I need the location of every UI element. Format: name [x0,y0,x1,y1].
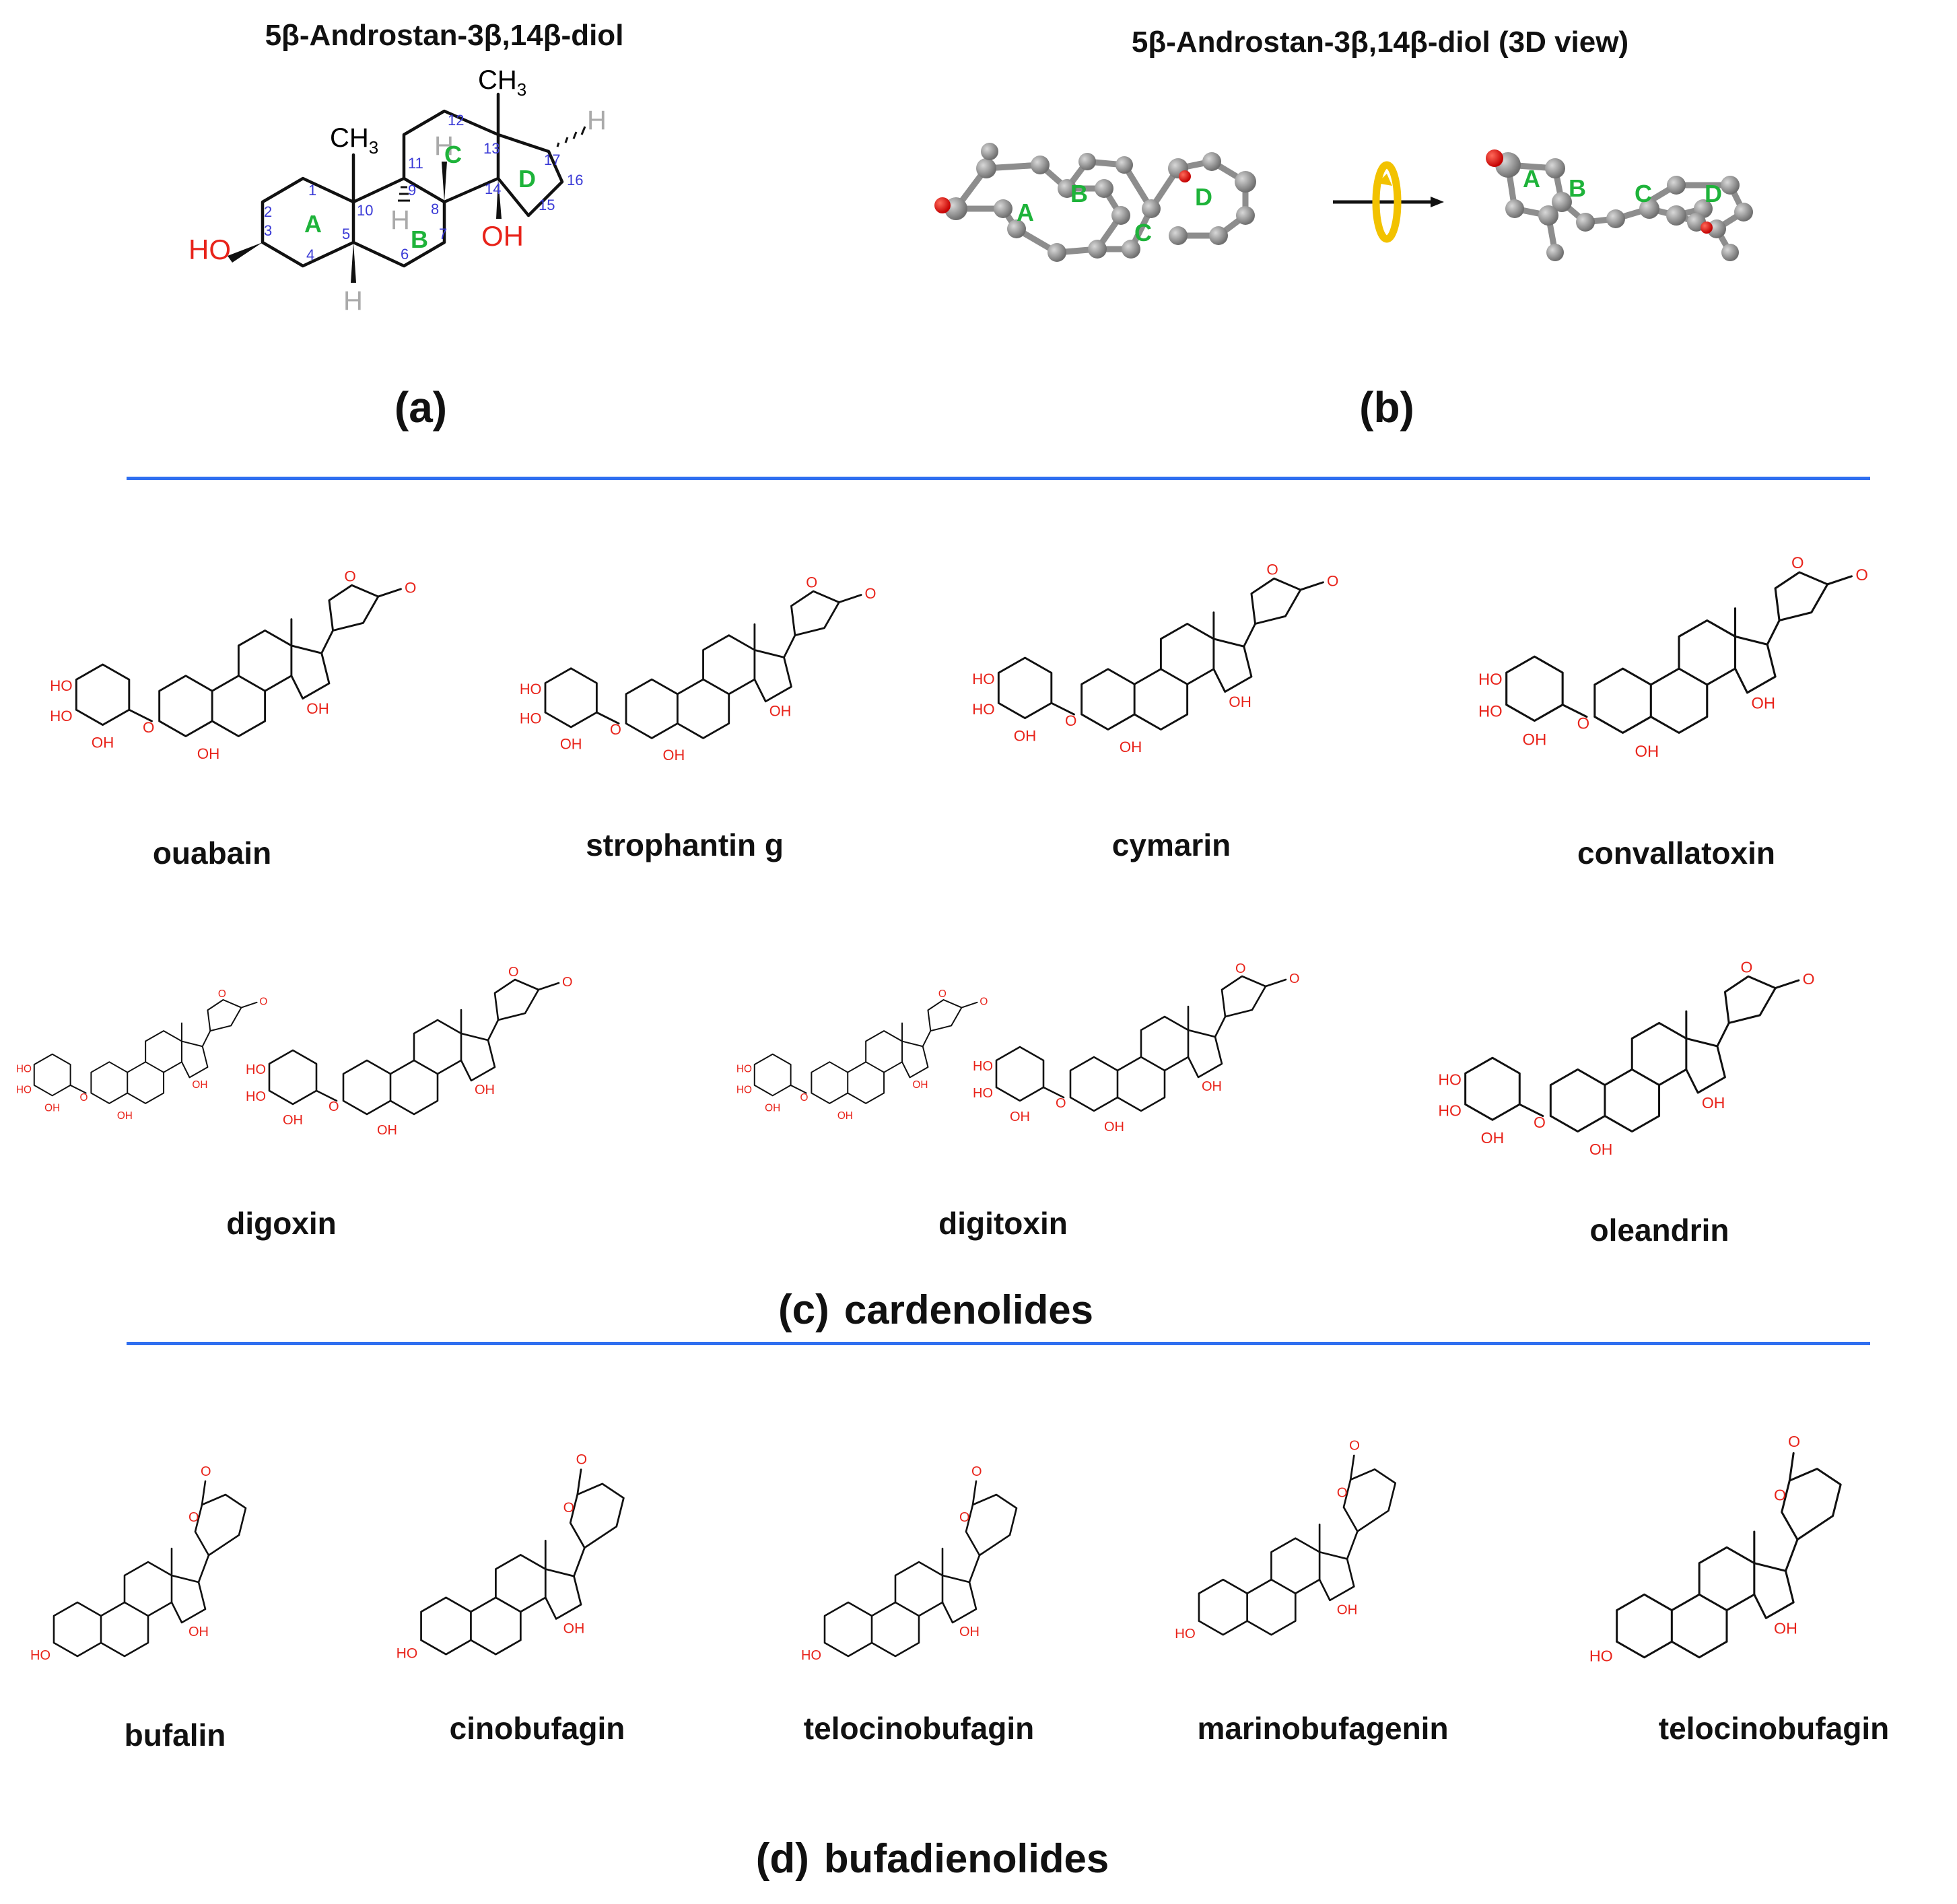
atom-number-14: 14 [485,180,501,197]
h-9-hash [398,186,410,202]
molecule-name-cymarin: cymarin [1111,827,1231,862]
ring-b-3d-letter: B [1070,180,1088,207]
ring-c-bonds [402,109,500,204]
ring-c-letter: C [444,141,462,168]
molecule-name-telocinobufagin-2: telocinobufagin [1658,1711,1890,1746]
atom-number-17: 17 [544,151,560,168]
ring-c-side-letter: C [1635,180,1652,207]
ring-c-3d-letter: C [1134,219,1152,246]
h-17-hash [556,126,586,147]
ring-a-3d-letter: A [1017,199,1034,226]
cinobufagin-structure [390,1434,693,1690]
panel-c-caption: cardenolides [844,1287,1093,1332]
molecule-name-telocinobufagin: telocinobufagin [803,1711,1035,1746]
atom-number-15: 15 [539,197,555,213]
steroid-2d-structure: HO OH CH3 CH3 H H H H A B C D 1 2 3 4 5 … [188,67,607,316]
molecule-name-ouabain: ouabain [152,836,272,871]
h-17-label: H [587,106,607,135]
molecule-name-digoxin: digoxin [226,1206,337,1241]
ring-b-side-letter: B [1569,174,1586,202]
divider-bottom [127,1342,1870,1345]
divider-top [127,477,1870,480]
h-5-wedge [351,242,356,283]
ring-d-letter: D [518,165,536,193]
molecule-name-bufalin: bufalin [124,1718,226,1753]
panel-d-label: (d) [755,1835,809,1882]
strophantin-g-structure [498,566,916,808]
telocinobufagin-glycoside-structure [1562,1414,1939,1697]
cymarin-structure [956,552,1373,801]
panel-b-title: 5β-Androstan-3β,14β-diol (3D view) [1131,26,1629,59]
ring-b-bonds [351,176,446,268]
digitoxin-sugar-chain [734,943,1003,1192]
atom-number-13: 13 [483,140,500,157]
ring-d-bonds [496,133,564,217]
rotation-arrow-icon [1333,161,1444,243]
atom-number-11: 11 [408,155,423,172]
atom-number-4: 4 [306,246,314,263]
molecule-name-digitoxin: digitoxin [938,1206,1068,1241]
marinobufagenin-structure [1171,1421,1461,1670]
ring-b-letter: B [411,226,428,253]
h-5-label: H [343,286,363,316]
digoxin-structure [242,943,592,1192]
ring-d-3d-letter: D [1195,183,1212,211]
panel-d-caption: bufadienolides [823,1836,1109,1881]
atom-number-1: 1 [308,182,316,199]
oh-label: OH [481,220,524,252]
oh-14-wedge [496,178,502,219]
ring-a-letter: A [304,210,322,238]
atom-number-2: 2 [264,203,272,220]
molecule-name-convallatoxin: convallatoxin [1577,836,1775,871]
model-3d-side-atoms [1486,149,1753,261]
ring-a-side-letter: A [1523,165,1540,193]
atom-number-12: 12 [448,112,464,129]
atom-number-6: 6 [401,246,409,263]
ho-3-wedge [228,242,263,263]
panel-b-label: (b) [1359,383,1414,432]
model-3d-front-atoms [934,143,1256,262]
molecule-name-marinobufagenin: marinobufagenin [1197,1711,1449,1746]
ch3-10-label: CH3 [330,123,378,158]
digitoxin-structure [969,936,1319,1192]
atom-number-8: 8 [431,201,439,217]
atom-number-9: 9 [408,182,416,199]
ch3-13-label: CH3 [478,67,526,100]
steroid-3d-view: A B C D A B C D [934,143,1753,262]
h-8-label: H [434,131,454,161]
molecule-name-oleandrin: oleandrin [1589,1213,1729,1248]
h-9-label: H [390,205,410,235]
h-8-wedge [442,162,447,202]
molecule-name-strophantin-g: strophantin g [586,827,784,862]
oleandrin-structure [1434,949,1838,1205]
atom-number-5: 5 [342,226,350,242]
atom-number-7: 7 [439,226,447,242]
bufalin-structure [27,1448,310,1690]
convallatoxin-structure [1474,539,1892,815]
panel-c-label: (c) [778,1287,829,1333]
ouabain-structure [27,559,458,808]
panel-a-label: (a) [394,383,448,432]
atom-number-3: 3 [264,222,272,239]
molecule-name-cinobufagin: cinobufagin [449,1711,625,1746]
telocinobufagin-structure [794,1448,1084,1690]
atom-number-16: 16 [567,172,583,189]
section-d-heading: (d) bufadienolides [756,1835,1109,1882]
ho-label: HO [188,234,231,265]
ring-d-side-letter: D [1705,180,1722,207]
panel-a-title: 5β-Androstan-3β,14β-diol [265,19,624,52]
section-c-heading: (c) cardenolides [778,1286,1093,1334]
atom-number-10: 10 [357,202,373,219]
